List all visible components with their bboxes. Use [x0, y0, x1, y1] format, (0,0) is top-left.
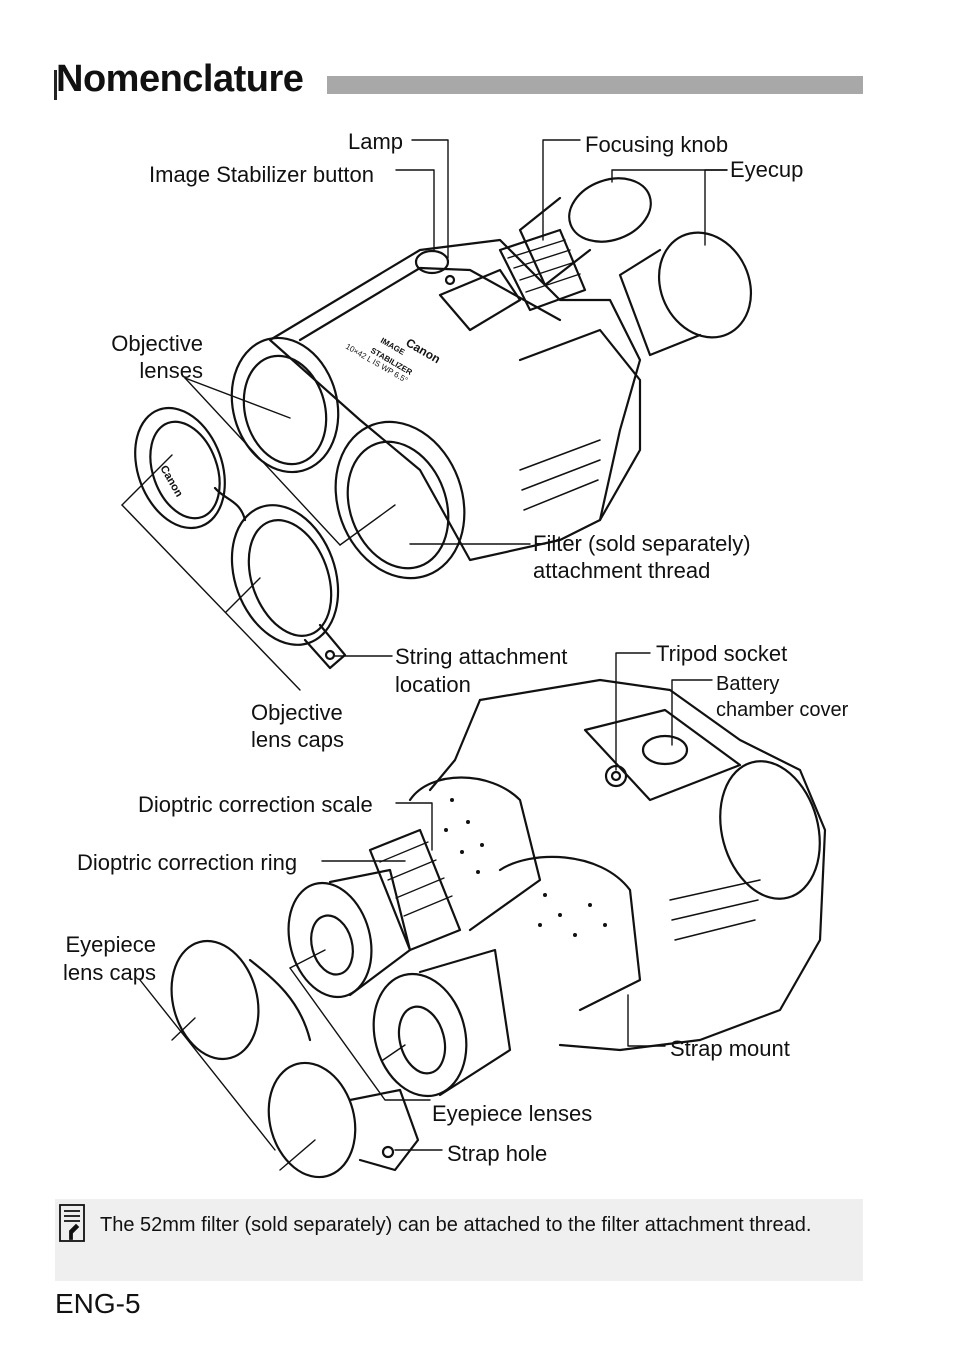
label-focusing-knob: Focusing knob — [585, 132, 729, 157]
page-number: ENG-5 — [55, 1288, 141, 1319]
label-strap-mount: Strap mount — [670, 1036, 790, 1061]
binoculars-illustration: Canon IMAGE STABILIZER 10×42 L IS WP 6.5… — [121, 139, 827, 1179]
title-rule — [327, 76, 863, 94]
label-eyepiece-caps-1: Eyepiece — [65, 932, 156, 957]
page-title: Nomenclature — [56, 58, 304, 100]
label-objective-caps-2: lens caps — [251, 727, 344, 752]
objective-lens-caps-drawing: Canon — [134, 406, 347, 670]
note-text: The 52mm filter (sold separately) can be… — [100, 1214, 812, 1236]
label-tripod-socket: Tripod socket — [656, 641, 788, 666]
label-lamp: Lamp — [348, 129, 404, 154]
label-strap-hole: Strap hole — [447, 1141, 548, 1166]
title-accent — [54, 70, 57, 100]
leader-lines-top — [121, 139, 728, 691]
label-eyepiece-caps-2: lens caps — [63, 960, 156, 985]
label-filter-thread-2: attachment thread — [533, 558, 711, 583]
label-dioptric-scale: Dioptric correction scale — [138, 792, 373, 817]
label-battery-cover-2: chamber cover — [716, 699, 849, 721]
memo-icon — [59, 1204, 85, 1242]
brand-engraving: Canon — [404, 335, 443, 366]
label-objective-caps-1: Objective — [251, 700, 343, 725]
leader-lines-bottom — [139, 652, 713, 1171]
label-eyecup: Eyecup — [730, 157, 804, 182]
label-string-attachment-1: String attachment — [395, 644, 568, 669]
binocular-rear-view — [287, 678, 827, 1098]
label-image-stabilizer-button: Image Stabilizer button — [149, 162, 375, 187]
note-box — [55, 1199, 863, 1281]
label-dioptric-ring: Dioptric correction ring — [77, 850, 298, 875]
label-filter-thread-1: Filter (sold separately) — [533, 531, 751, 556]
label-objective-lenses-2: lenses — [139, 358, 203, 383]
label-eyepiece-lenses: Eyepiece lenses — [432, 1101, 593, 1126]
label-battery-cover-1: Battery — [716, 673, 780, 695]
label-objective-lenses-1: Objective — [111, 331, 203, 356]
label-string-attachment-2: location — [395, 672, 471, 697]
eyepiece-lens-caps-drawing — [170, 939, 420, 1179]
